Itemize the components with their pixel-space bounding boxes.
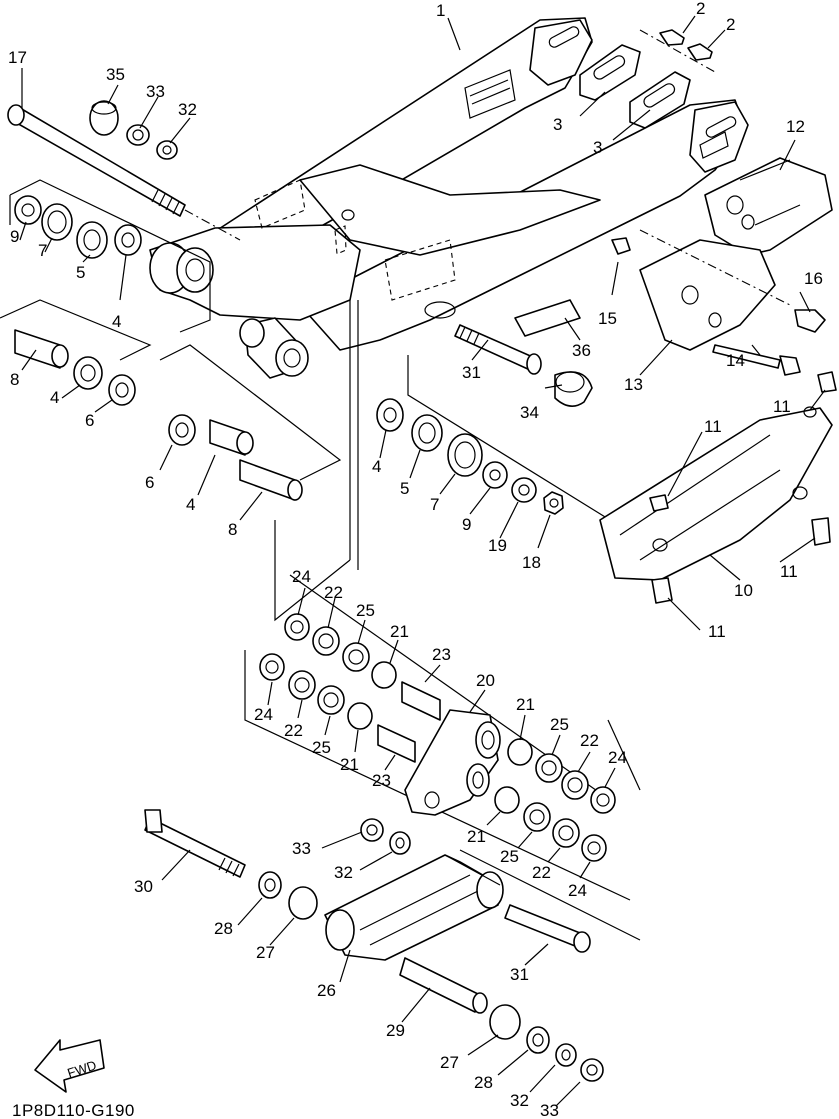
- adjuster-bolt-part: [639, 29, 716, 73]
- callout-23: 23: [372, 771, 391, 790]
- callout-18: 18: [522, 553, 541, 572]
- callout-24: 24: [292, 567, 311, 586]
- callout-13: 13: [624, 375, 643, 394]
- fwd-arrow-icon: [34, 1039, 105, 1093]
- callout-10: 10: [734, 581, 753, 600]
- callout-11: 11: [773, 397, 791, 416]
- callout-32: 32: [178, 100, 197, 119]
- pivot-bolt-part: [454, 299, 593, 407]
- callout-34: 34: [520, 403, 539, 422]
- callout-29: 29: [386, 1021, 405, 1040]
- callout-26: 26: [317, 981, 336, 1000]
- callout-30: 30: [134, 877, 153, 896]
- callout-32: 32: [510, 1091, 529, 1110]
- callout-17: 17: [8, 48, 27, 67]
- callout-6: 6: [85, 411, 94, 430]
- callout-4: 4: [186, 495, 195, 514]
- callout-7: 7: [38, 241, 47, 260]
- callout-22: 22: [532, 863, 551, 882]
- callout-31: 31: [510, 965, 529, 984]
- callout-19: 19: [488, 536, 507, 555]
- callout-12: 12: [786, 117, 805, 136]
- callout-5: 5: [76, 263, 85, 282]
- callout-35: 35: [106, 65, 125, 84]
- callout-14: 14: [726, 351, 745, 370]
- callout-22: 22: [284, 721, 303, 740]
- callout-28: 28: [474, 1073, 493, 1092]
- callout-4: 4: [372, 457, 381, 476]
- left-bearing-group: [0, 179, 211, 406]
- callout-21: 21: [516, 695, 535, 714]
- middle-bearing-group: [159, 344, 342, 501]
- callout-27: 27: [256, 943, 275, 962]
- chain-slider-part: [599, 371, 837, 604]
- callout-9: 9: [462, 515, 471, 534]
- callout-24: 24: [608, 748, 627, 767]
- callout-11: 11: [780, 562, 798, 581]
- leader-lines: [19, 15, 826, 1107]
- callout-25: 25: [312, 738, 331, 757]
- callout-8: 8: [228, 520, 237, 539]
- callout-4: 4: [50, 388, 59, 407]
- bolt-part: [611, 237, 826, 376]
- callout-36: 36: [572, 341, 591, 360]
- callout-33: 33: [292, 839, 311, 858]
- callout-33: 33: [540, 1101, 559, 1119]
- callout-32: 32: [334, 863, 353, 882]
- callout-3: 3: [593, 138, 602, 157]
- callout-16: 16: [804, 269, 823, 288]
- drawing-code: 1P8D110-G190: [12, 1101, 135, 1119]
- callout-24: 24: [568, 881, 587, 900]
- pivot-shaft-part: [7, 104, 241, 241]
- callout-5: 5: [400, 479, 409, 498]
- callout-25: 25: [550, 715, 569, 734]
- relay-arm-group: [244, 300, 641, 901]
- callout-6: 6: [145, 473, 154, 492]
- callout-15: 15: [598, 309, 617, 328]
- callout-11: 11: [704, 417, 722, 436]
- callout-33: 33: [146, 82, 165, 101]
- callout-28: 28: [214, 919, 233, 938]
- callout-1: 1: [436, 1, 445, 20]
- callout-21: 21: [467, 827, 486, 846]
- callout-20: 20: [476, 671, 495, 690]
- callout-9: 9: [10, 227, 19, 246]
- callout-7: 7: [430, 495, 439, 514]
- callout-31: 31: [462, 363, 481, 382]
- callout-21: 21: [390, 622, 409, 641]
- callout-21: 21: [340, 755, 359, 774]
- callout-23: 23: [432, 645, 451, 664]
- callout-3: 3: [553, 115, 562, 134]
- right-bearing-group: [376, 355, 611, 521]
- callout-25: 25: [500, 847, 519, 866]
- callout-4: 4: [112, 312, 121, 331]
- callout-25: 25: [356, 601, 375, 620]
- callout-22: 22: [324, 583, 343, 602]
- callout-2: 2: [726, 15, 735, 34]
- chain-guide-part: [639, 157, 833, 351]
- callout-11: 11: [708, 622, 726, 641]
- callout-2: 2: [696, 0, 705, 18]
- pivot-cap-part: [89, 100, 178, 160]
- callout-8: 8: [10, 370, 19, 389]
- callout-22: 22: [580, 731, 599, 750]
- callout-27: 27: [440, 1053, 459, 1072]
- swingarm-part: [149, 17, 749, 379]
- callout-labels: 1 2 2 3 3 12 17 35 33 32 9 7 5 4 16 15 3…: [8, 0, 823, 1119]
- connecting-rod-group: [144, 809, 641, 1082]
- callout-24: 24: [254, 705, 273, 724]
